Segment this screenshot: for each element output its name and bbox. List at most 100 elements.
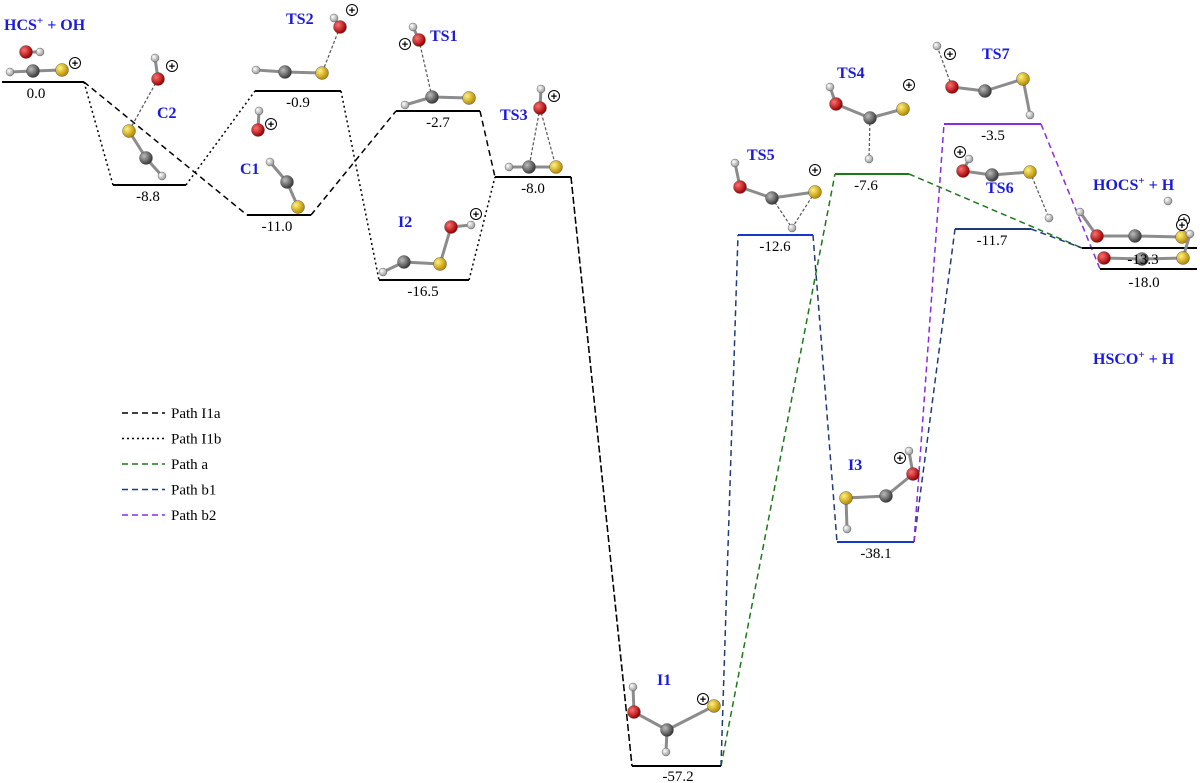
- atom-h: [400, 100, 410, 110]
- atom-h: [864, 154, 874, 164]
- energy-levels: [2, 81, 1197, 767]
- atom-h: [265, 157, 275, 167]
- charge-icon: [903, 79, 915, 91]
- atom-h: [378, 267, 388, 277]
- path-connectors: [83, 81, 1101, 767]
- charge-icon: [894, 452, 906, 464]
- atom-h: [504, 162, 514, 172]
- label-ts5: TS5: [747, 147, 775, 164]
- label-ts4: TS4: [837, 65, 865, 82]
- energy-p1: -13.3: [1127, 252, 1158, 268]
- connector-path-i1b-4: [570, 176, 633, 767]
- atom-h: [5, 67, 15, 77]
- atom-h: [1044, 213, 1054, 223]
- atom-o: [19, 45, 33, 59]
- label-c1: C1: [240, 161, 260, 178]
- charge-sign: +: [897, 453, 903, 465]
- atom-c: [879, 489, 893, 503]
- atom-s: [1016, 72, 1030, 86]
- atom-o: [251, 123, 265, 137]
- atom-o: [945, 80, 959, 94]
- label-p2: HSCO+ + H: [1093, 349, 1175, 368]
- atom-h: [254, 106, 264, 116]
- connector-path-i1a-3: [570, 176, 633, 767]
- atom-h: [932, 41, 942, 51]
- atom-o: [151, 72, 165, 86]
- legend-label-0: Path I1a: [171, 406, 221, 422]
- molecule-hsco-h: +: [1097, 219, 1195, 266]
- label-ts3: TS3: [500, 107, 528, 124]
- atom-h: [730, 158, 740, 168]
- molecule-c2: +: [122, 53, 178, 181]
- energy-ts4: -7.6: [854, 178, 878, 194]
- atom-h: [251, 65, 261, 75]
- molecule-i3: +: [839, 446, 920, 534]
- molecule-ts3: +: [504, 84, 563, 174]
- connector-path-a-1: [908, 173, 1083, 249]
- energy-ts6: -11.7: [977, 233, 1008, 249]
- energy-ts2: -0.9: [286, 95, 310, 111]
- connector-path-b2-1: [1040, 123, 1101, 270]
- atom-h: [466, 220, 476, 230]
- legend-label-4: Path b2: [171, 508, 216, 524]
- charge-sign: +: [473, 209, 479, 221]
- atom-h: [1185, 229, 1195, 239]
- atom-c: [425, 90, 439, 104]
- connector-path-i1b-2: [340, 90, 380, 281]
- charge-sign: +: [1179, 220, 1185, 232]
- label-ts7: TS7: [982, 46, 1010, 63]
- charge-sign: +: [812, 165, 818, 177]
- atom-o: [1097, 251, 1111, 265]
- energy-c2: -8.8: [136, 189, 160, 205]
- label-i3: I3: [848, 457, 862, 474]
- charge-sign: +: [349, 5, 355, 17]
- connector-path-b1-1: [812, 234, 838, 543]
- charge-icon: [1176, 219, 1188, 231]
- molecule-hcs-oh: +: [5, 45, 81, 78]
- atom-o: [733, 180, 747, 194]
- charge-sign: +: [268, 119, 274, 131]
- atom-s: [549, 160, 563, 174]
- charge-icon: [166, 60, 178, 72]
- label-ts2: TS2: [286, 11, 314, 28]
- atom-h: [1075, 207, 1085, 217]
- energy-i1: -57.2: [662, 769, 693, 783]
- atom-h: [1025, 110, 1035, 120]
- atom-c: [280, 175, 294, 189]
- atom-h: [35, 47, 45, 57]
- atom-o: [627, 705, 641, 719]
- atom-h: [904, 446, 914, 456]
- molecule-ts1: +: [399, 22, 476, 110]
- connector-path-i1a-2: [479, 110, 496, 178]
- charge-sign: +: [947, 49, 953, 61]
- atom-o: [906, 467, 920, 481]
- energy-c1: -11.0: [262, 219, 293, 235]
- legend-label-2: Path a: [171, 457, 208, 473]
- atom-h: [329, 13, 339, 23]
- connector-path-b1-0: [720, 234, 739, 767]
- atom-h: [150, 53, 160, 63]
- charge-icon: [69, 57, 81, 69]
- molecule-ts6: +: [954, 146, 1054, 223]
- charge-sign: +: [72, 58, 78, 70]
- atom-c: [278, 65, 292, 79]
- atom-c: [985, 168, 999, 182]
- atom-h: [628, 682, 638, 692]
- energy-i2: -16.5: [407, 284, 438, 300]
- atom-h: [964, 154, 974, 164]
- atom-c: [863, 111, 877, 125]
- atom-c: [26, 64, 40, 78]
- label-r: HCS+ + OH: [4, 15, 86, 34]
- atom-o: [444, 220, 458, 234]
- charge-icon: [548, 90, 560, 102]
- atom-s: [1176, 251, 1190, 265]
- atom-s: [291, 200, 305, 214]
- atom-s: [1023, 165, 1037, 179]
- connector-path-b1-3: [1030, 228, 1083, 249]
- atom-h: [825, 82, 835, 92]
- energy-ts7: -3.5: [981, 128, 1005, 144]
- charge-icon: [399, 38, 411, 50]
- atom-o: [829, 97, 843, 111]
